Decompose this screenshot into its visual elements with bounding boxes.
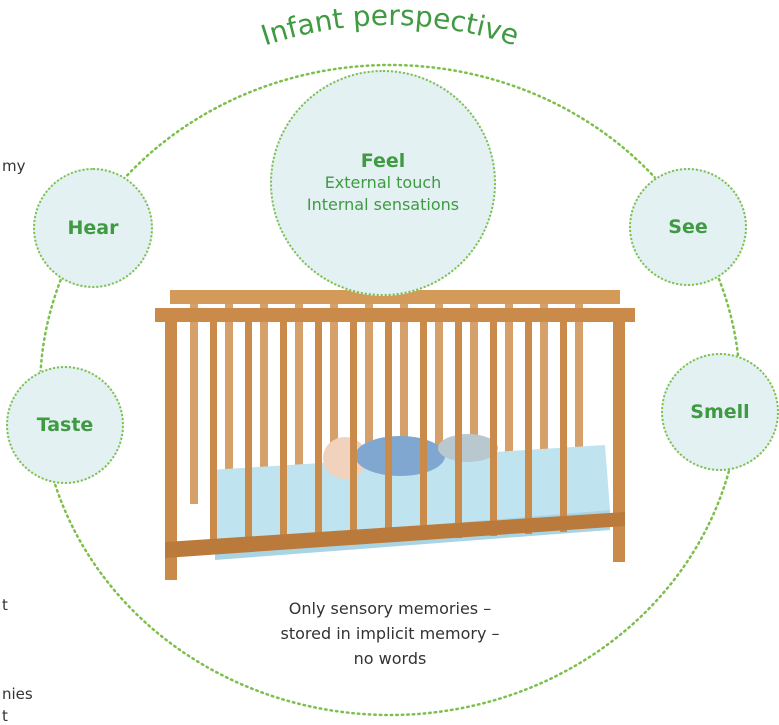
feel-line-external-touch: External touch [324, 173, 442, 192]
smell-label: Smell [690, 401, 750, 423]
page-title: Infant perspective [257, 0, 523, 52]
edge-text-t1: t [2, 596, 8, 614]
caption-line-1: Only sensory memories – [288, 599, 492, 618]
hear-label: Hear [67, 217, 119, 239]
edge-text-nies: nies [2, 685, 33, 703]
edge-text-my: my [2, 157, 26, 175]
taste-label: Taste [36, 414, 94, 436]
see-bubble: See [629, 168, 747, 286]
caption-line-3: no words [353, 649, 427, 668]
svg-text:Infant perspective: Infant perspective [257, 0, 523, 52]
see-label: See [668, 216, 708, 238]
feel-label: Feel [360, 150, 406, 172]
feel-bubble: Feel External touch Internal sensations [270, 70, 496, 296]
edge-text-t2: t [2, 707, 8, 725]
taste-bubble: Taste [6, 366, 124, 484]
caption-line-2: stored in implicit memory – [280, 624, 500, 643]
caption: Only sensory memories – stored in implic… [245, 596, 535, 671]
title-arc: Infant perspective [257, 0, 523, 52]
crib-with-baby-illustration [155, 290, 635, 580]
hear-bubble: Hear [33, 168, 153, 288]
smell-bubble: Smell [661, 353, 779, 471]
feel-line-internal-sensations: Internal sensations [306, 195, 460, 214]
